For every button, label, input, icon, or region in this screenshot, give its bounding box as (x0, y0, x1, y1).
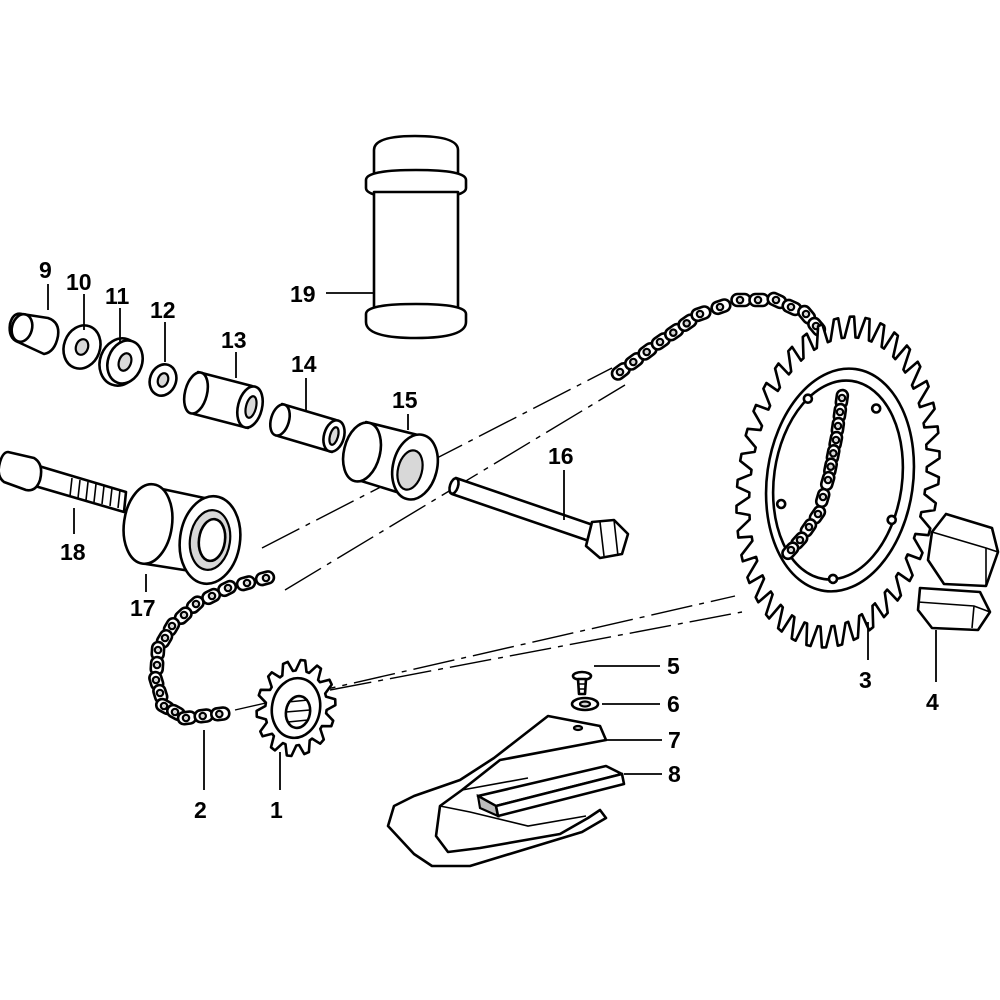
chain-pin (215, 709, 224, 719)
callout-9: 9 (39, 257, 52, 283)
chain-pin (786, 302, 796, 312)
part-16-bolt (448, 476, 630, 560)
callout-13: 13 (221, 327, 247, 353)
chain-pin (831, 435, 841, 445)
callout-8: 8 (668, 761, 681, 787)
chain-pin (655, 337, 665, 347)
part-3-rear-sprocket (735, 315, 941, 649)
callout-5: 5 (667, 653, 680, 679)
callout-11: 11 (105, 283, 130, 309)
part-4-dampers (916, 512, 1000, 632)
chain-pin (152, 660, 162, 670)
callout-2: 2 (194, 797, 207, 823)
callout-18: 18 (60, 539, 86, 565)
chain-pin (801, 309, 811, 319)
chain-pin (695, 309, 705, 319)
part-9-bush (8, 312, 60, 356)
part-7-chain-slider (386, 714, 608, 868)
chain-pin (159, 701, 169, 711)
callout-17: 17 (130, 595, 156, 621)
part-10-washer (62, 324, 102, 370)
chain-pin (198, 711, 208, 721)
chain-pin (170, 707, 180, 717)
callout-16: 16 (548, 443, 574, 469)
part-5-screw (571, 670, 593, 696)
part-6-washer (570, 696, 600, 712)
chain-pin (837, 393, 847, 403)
chain-pin (682, 318, 692, 328)
leader-lines (47, 284, 937, 790)
chain-pin (642, 347, 652, 357)
part-1-front-sprocket (255, 658, 337, 758)
part-13-bush (182, 370, 265, 430)
part-14-tube (268, 402, 346, 454)
chain-on-rear-sprocket (781, 388, 850, 561)
sprocket-bolt-hole (775, 498, 787, 510)
part-17-roller (122, 482, 242, 586)
chain-pin (835, 407, 845, 417)
callout-10: 10 (66, 269, 92, 295)
chain-pin (155, 688, 165, 698)
callout-3: 3 (859, 667, 872, 693)
part-12-washer (148, 363, 178, 397)
part-15-roller (341, 420, 440, 501)
chain-pin (191, 599, 201, 609)
sprocket-bolt-hole (802, 393, 814, 405)
part-18-bolt (0, 450, 128, 514)
chain-pin (771, 295, 781, 305)
chain-pin (160, 633, 170, 643)
chain-pin (715, 302, 725, 312)
chain-pin (735, 295, 745, 305)
callout-labels: 1 2 3 4 5 6 7 8 9 10 11 12 13 14 15 16 1… (39, 257, 939, 823)
part-2-chain (148, 570, 276, 726)
chain-pin (153, 645, 163, 655)
chain-pin (179, 610, 189, 620)
chain-pin (223, 583, 233, 593)
chain-pin (753, 295, 763, 305)
callout-1: 1 (270, 797, 283, 823)
callout-19: 19 (290, 281, 316, 307)
part-19-sleeve (364, 134, 468, 340)
chain-pin (151, 675, 161, 685)
chain-pin (261, 573, 271, 583)
chain-pin (207, 591, 217, 601)
chain-pin (818, 492, 828, 502)
chain-pin (828, 448, 838, 458)
chain-pin (813, 509, 823, 519)
callout-14: 14 (291, 351, 317, 377)
chain-pin (181, 713, 191, 723)
chain-upper-run (610, 291, 827, 381)
callout-4: 4 (926, 689, 939, 715)
chain-pin (668, 328, 678, 338)
sprocket-bolt-hole (886, 514, 898, 526)
chain-pin (833, 421, 843, 431)
part-11-spacer (98, 337, 144, 387)
chain-pin (242, 578, 252, 588)
chain-pin (615, 367, 625, 377)
chain-pin (628, 357, 638, 367)
callout-12: 12 (150, 297, 176, 323)
chain-pin (823, 475, 833, 485)
chain-pin (167, 621, 177, 631)
chain-pin (826, 462, 836, 472)
sprocket-bolt-hole (827, 573, 839, 585)
sprocket-bolt-hole (870, 403, 882, 414)
chain-pin (795, 535, 805, 545)
part-8-guide-strip (476, 764, 626, 818)
chain-pin (804, 522, 814, 532)
callout-7: 7 (668, 727, 681, 753)
callout-6: 6 (667, 691, 680, 717)
callout-15: 15 (392, 387, 418, 413)
chain-pin (786, 545, 796, 555)
